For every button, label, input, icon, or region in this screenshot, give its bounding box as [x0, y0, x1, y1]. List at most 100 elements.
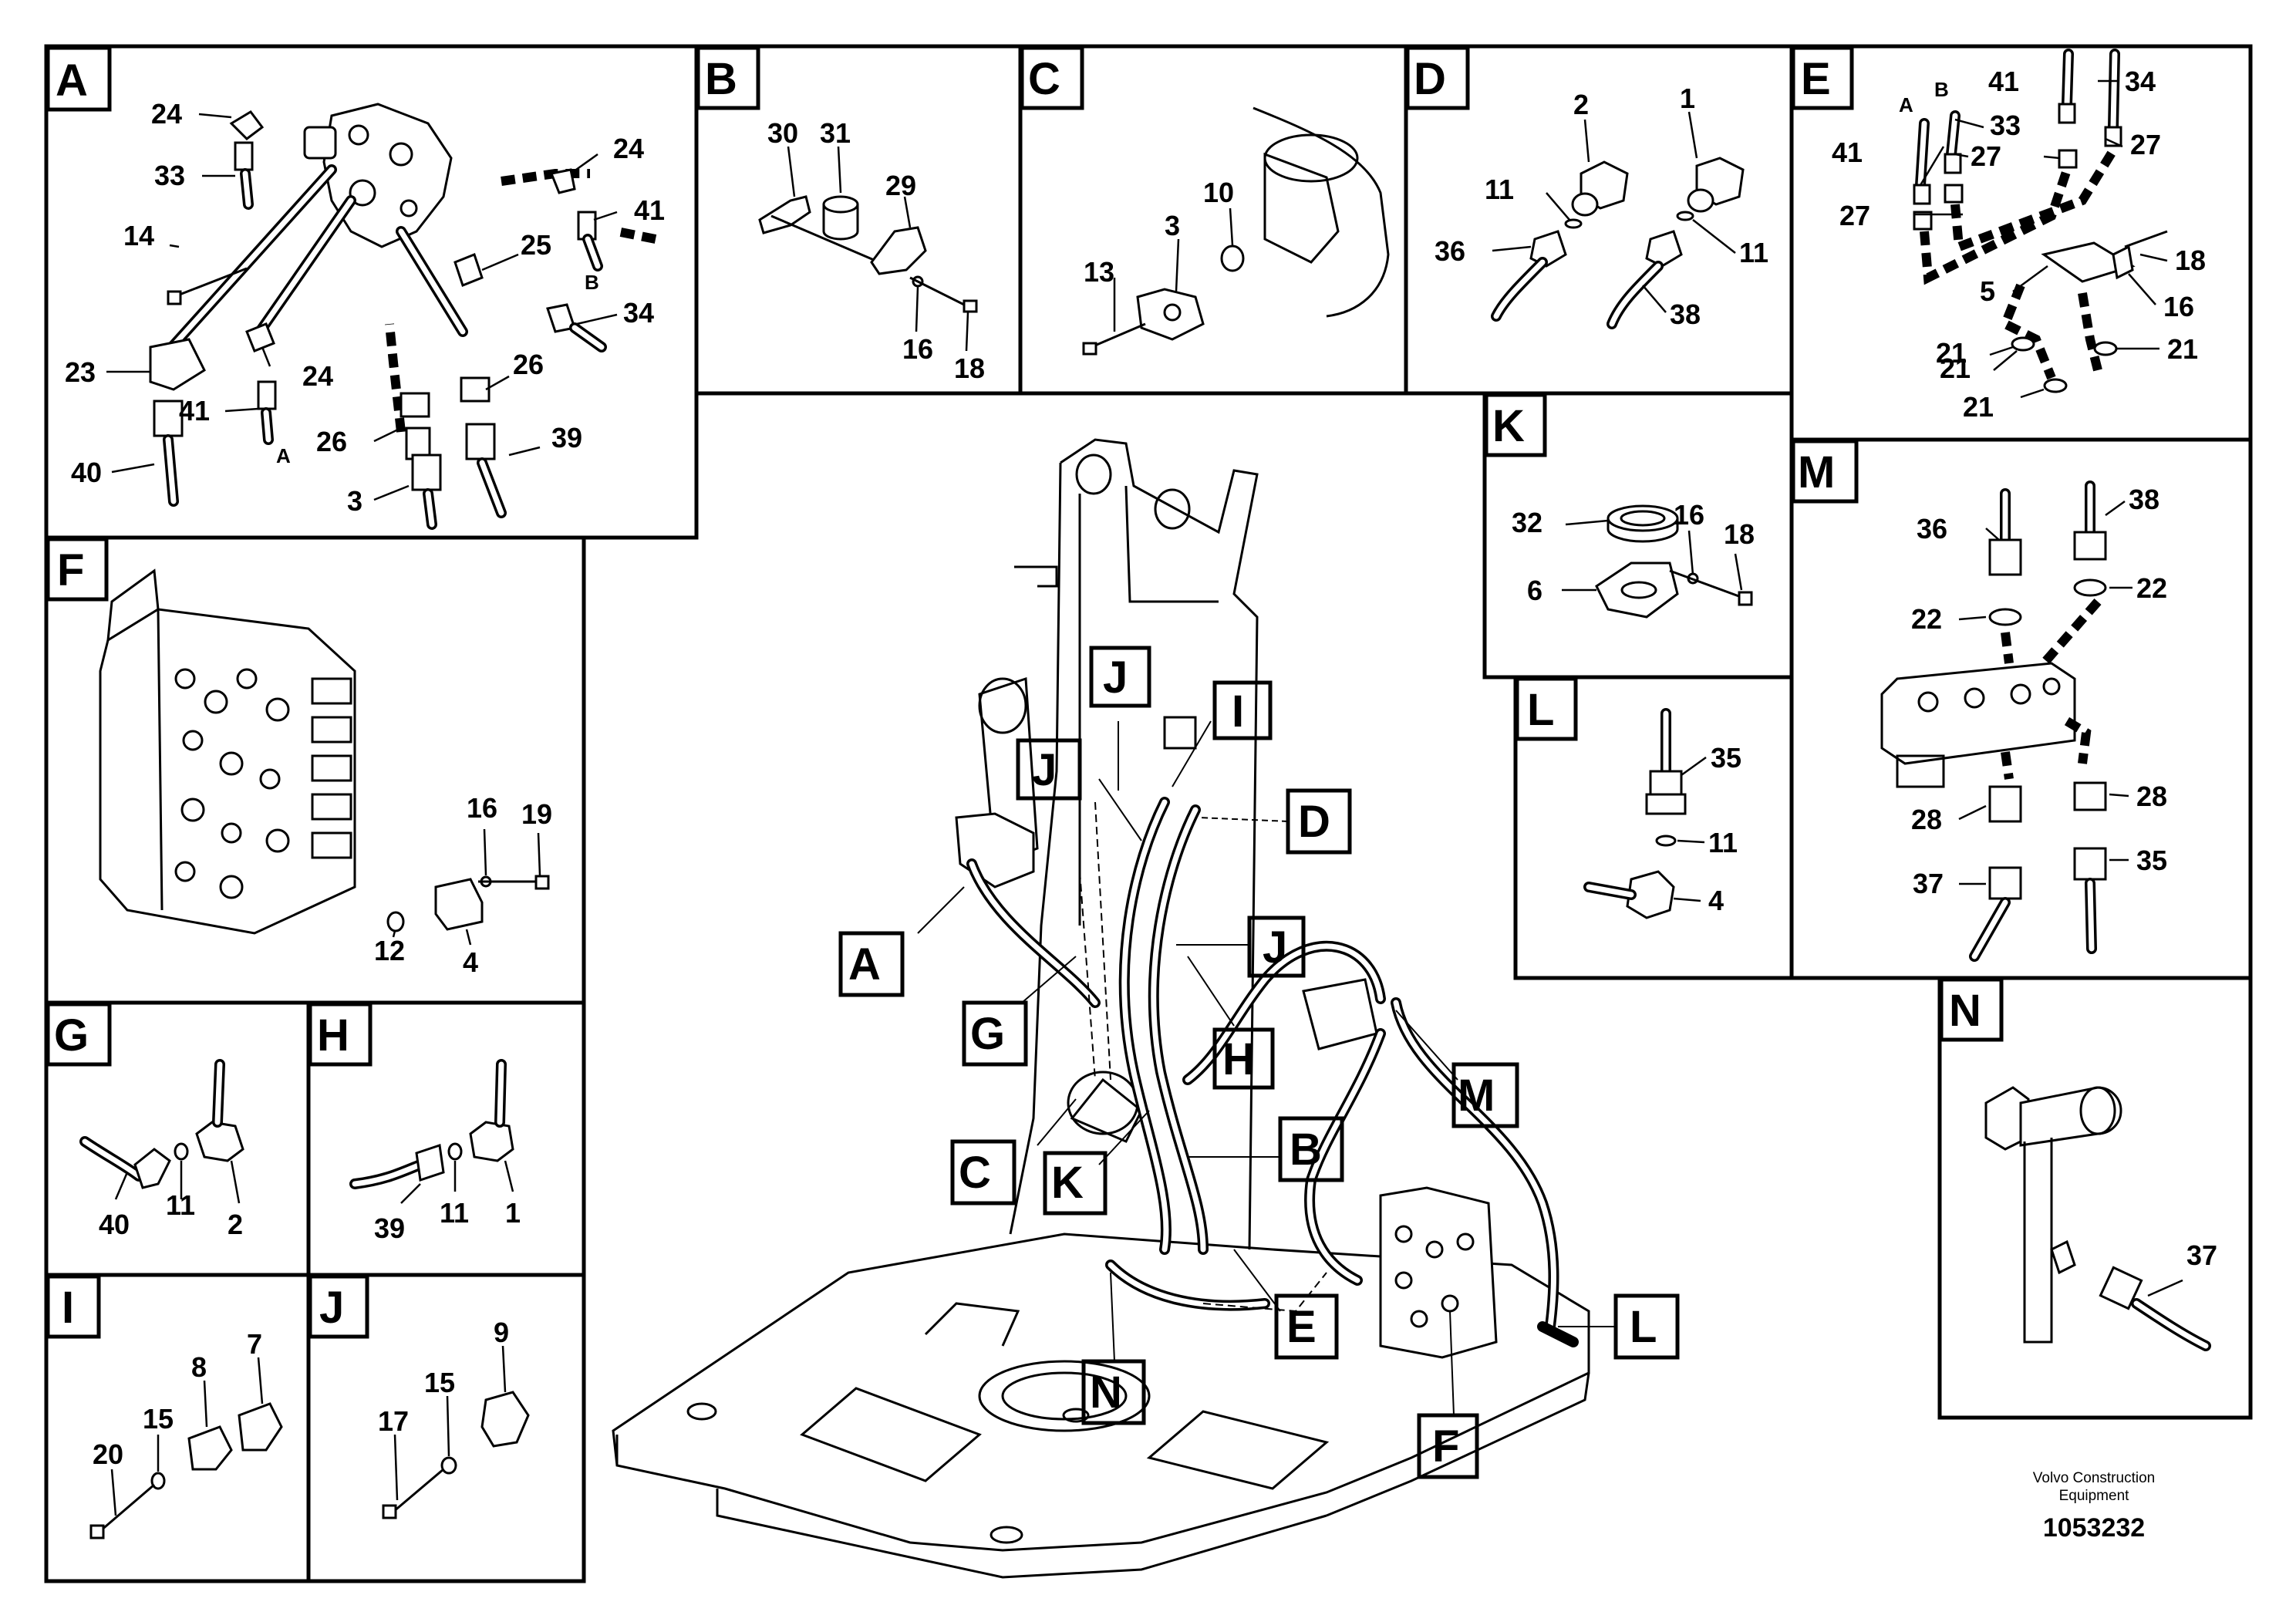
callout-15: 15 — [424, 1367, 455, 1398]
callout-4: 4 — [1708, 885, 1724, 916]
panel-d-drawing: 2 1 11 36 11 38 — [1435, 83, 1768, 330]
panel-n-drawing: 37 — [1984, 1086, 2217, 1351]
callout-14: 14 — [123, 220, 154, 251]
overview-tag-m: M — [1458, 1071, 1495, 1121]
document-number: 1053232 — [2043, 1513, 2145, 1543]
callout-21: 21 — [2167, 333, 2198, 365]
panel-c-letter: C — [1028, 54, 1060, 104]
callout-35: 35 — [1711, 742, 1741, 774]
overview-tag-a: A — [848, 939, 881, 990]
callout-28: 28 — [1911, 804, 1942, 835]
callout-37: 37 — [2186, 1239, 2217, 1271]
callout-22: 22 — [1911, 603, 1942, 635]
callout-34: 34 — [623, 297, 654, 329]
panel-d-letter: D — [1414, 54, 1446, 104]
panel-i-drawing: 7 8 15 20 — [89, 1328, 283, 1539]
panel-l-letter: L — [1527, 685, 1554, 735]
callout-38: 38 — [2129, 484, 2159, 515]
callout-38: 38 — [1670, 298, 1701, 330]
callout-9: 9 — [494, 1317, 509, 1348]
callout-11: 11 — [440, 1197, 469, 1229]
callout-18: 18 — [1724, 518, 1755, 550]
callout-6: 6 — [1527, 575, 1542, 606]
callout-16: 16 — [467, 792, 497, 824]
panel-b-drawing: 30 31 29 16 18 — [758, 117, 985, 384]
callout-23: 23 — [65, 356, 96, 388]
callout-31: 31 — [820, 117, 851, 149]
panel-l-drawing: 35 11 4 — [1583, 708, 1741, 919]
panel-c-drawing: 10 3 13 — [1082, 106, 1390, 356]
port-label-b: B — [585, 271, 599, 294]
callout-24: 24 — [302, 360, 333, 392]
callout-21: 21 — [1940, 352, 1971, 384]
callout-18: 18 — [954, 352, 985, 384]
callout-11: 11 — [1708, 827, 1738, 858]
callout-36: 36 — [1917, 513, 1947, 545]
callout-26: 26 — [513, 349, 544, 380]
panel-h-letter: H — [317, 1010, 349, 1061]
panel-k-drawing: 32 16 18 6 — [1512, 499, 1755, 619]
callout-39: 39 — [551, 422, 582, 454]
panel-m-letter: M — [1798, 447, 1835, 497]
panel-e-letter: E — [1801, 54, 1831, 104]
panel-a-letter: A — [56, 56, 88, 106]
callout-3: 3 — [1165, 210, 1180, 241]
callout-10: 10 — [1203, 177, 1234, 208]
footer: Volvo Construction Equipment 1053232 — [2033, 1470, 2155, 1543]
panel-g-letter: G — [54, 1010, 89, 1061]
callout-34: 34 — [2125, 66, 2156, 97]
callout-41: 41 — [1832, 137, 1863, 168]
panel-letter-tags: A B C D E K L M N F G H I J — [46, 46, 2004, 1339]
callout-41: 41 — [1988, 66, 2019, 97]
callout-30: 30 — [767, 117, 798, 149]
callout-17: 17 — [378, 1405, 409, 1437]
overview-callout-tags: J I J D J A G H M C K B — [838, 646, 1680, 1479]
callout-35: 35 — [2136, 845, 2167, 876]
callout-18: 18 — [2175, 244, 2206, 276]
overview-tag-j: J — [1263, 922, 1287, 973]
callout-19: 19 — [521, 798, 552, 830]
overview-tag-j: J — [1103, 653, 1128, 703]
port-label-a: A — [276, 444, 291, 467]
panel-j-letter: J — [319, 1283, 344, 1333]
callout-7: 7 — [247, 1328, 262, 1360]
brand-name-line1: Volvo Construction — [2033, 1470, 2155, 1486]
callout-22: 22 — [2136, 572, 2167, 604]
callout-4: 4 — [463, 946, 478, 978]
callout-27: 27 — [1839, 200, 1870, 231]
overview-tag-i: I — [1232, 686, 1244, 737]
overview-tag-k: K — [1051, 1158, 1084, 1208]
panel-i-letter: I — [62, 1283, 74, 1333]
callout-40: 40 — [71, 457, 102, 488]
callout-27: 27 — [2130, 129, 2161, 160]
callout-3: 3 — [347, 485, 362, 517]
callout-24: 24 — [151, 98, 182, 130]
callout-28: 28 — [2136, 781, 2167, 812]
panel-e-drawing: 41 34 33 27 41 27 27 18 5 16 21 21 21 21… — [1832, 49, 2206, 423]
overview-tag-d: D — [1298, 797, 1330, 847]
panel-m-drawing: 36 38 22 22 28 28 37 35 — [1880, 481, 2167, 962]
callout-41: 41 — [179, 395, 210, 427]
valve-spool-ports — [174, 668, 352, 899]
callout-16: 16 — [2163, 291, 2194, 322]
panel-n-letter: N — [1949, 986, 1981, 1036]
callout-16: 16 — [902, 333, 933, 365]
callout-2: 2 — [1573, 89, 1589, 120]
callout-39: 39 — [374, 1212, 405, 1244]
overview-tag-e: E — [1286, 1302, 1317, 1352]
overview-tag-b: B — [1290, 1125, 1322, 1175]
panel-h-drawing: 1 11 39 — [349, 1059, 521, 1244]
brand-name-line2: Equipment — [2059, 1488, 2130, 1504]
callout-11: 11 — [166, 1189, 195, 1221]
callout-8: 8 — [191, 1351, 207, 1383]
panel-frames — [44, 44, 2253, 1583]
callout-27: 27 — [1971, 140, 2001, 172]
callout-1: 1 — [505, 1197, 521, 1229]
panel-f-letter: F — [57, 545, 84, 595]
callout-41: 41 — [634, 194, 665, 226]
callout-11: 11 — [1485, 174, 1514, 205]
callout-5: 5 — [1980, 275, 1995, 307]
panel-b-letter: B — [705, 54, 737, 104]
callout-26: 26 — [316, 426, 347, 457]
callout-37: 37 — [1913, 868, 1944, 899]
